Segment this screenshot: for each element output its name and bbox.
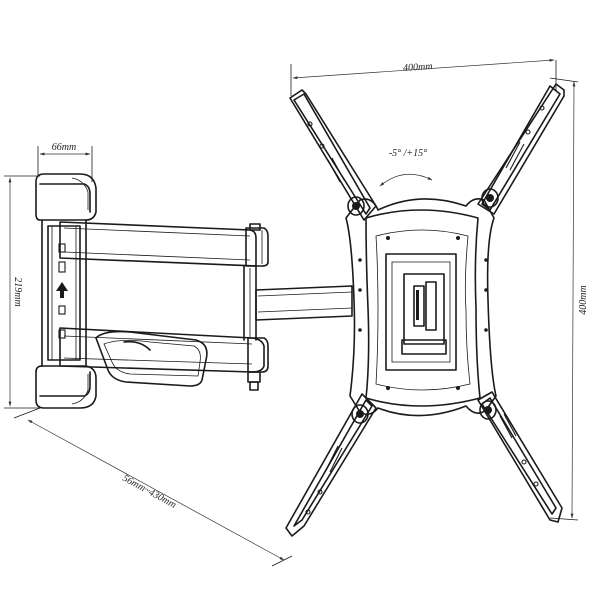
upper-arm: [59, 221, 269, 341]
right-height-label: 400mm: [578, 285, 589, 314]
head-arm: [255, 285, 353, 321]
left-height-label: 219mm: [12, 277, 23, 306]
vesa-arms: [285, 83, 565, 537]
lower-arm: [59, 327, 269, 391]
extension-label: 56mm~430mm: [121, 473, 178, 511]
head-plate: [345, 198, 497, 417]
tilt-label: -5° /+15°: [389, 148, 427, 159]
dimension-lines: [4, 58, 579, 567]
up-arrow-icon: [56, 282, 68, 298]
plate-width-label: 66mm: [52, 142, 76, 153]
wall-plate: [35, 173, 97, 409]
top-width-label: 400mm: [403, 61, 433, 74]
tilt-arrow-icon: [379, 173, 433, 187]
